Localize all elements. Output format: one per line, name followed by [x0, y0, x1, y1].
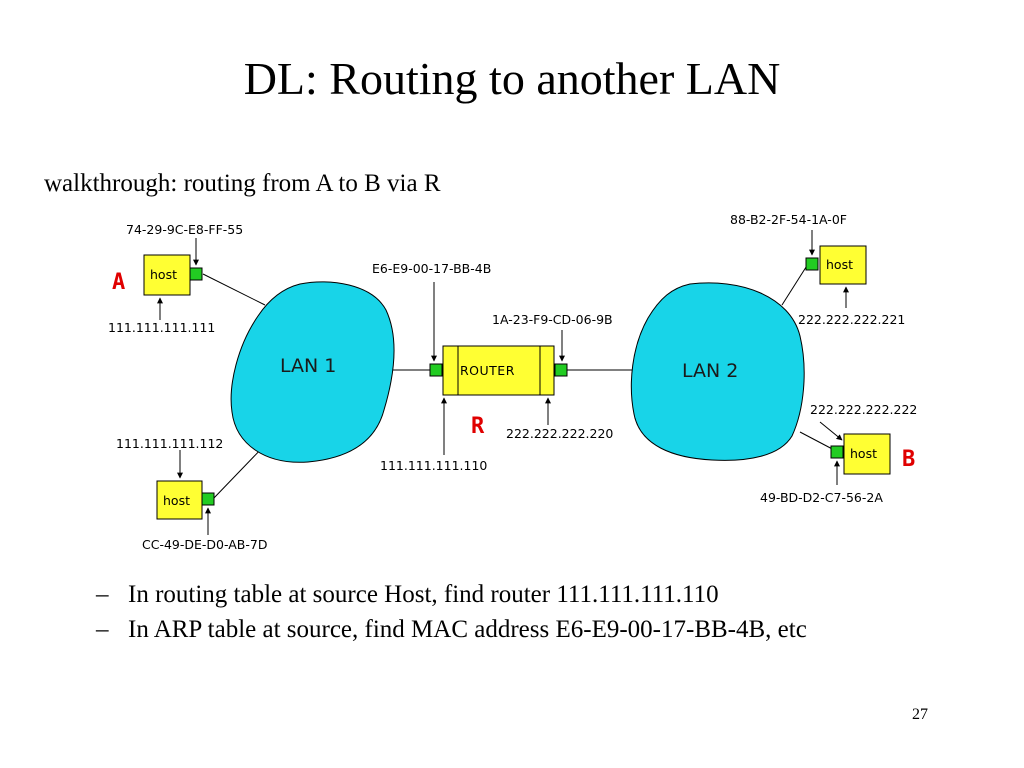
host-c: host: [156, 480, 215, 520]
host-d-interface: [805, 257, 819, 271]
host-b-tag: B: [902, 447, 915, 472]
router: ROUTER: [429, 345, 568, 396]
router-left-interface: [429, 363, 443, 377]
lan1-cloud: [230, 281, 395, 463]
bullet-text: In ARP table at source, find MAC address…: [128, 616, 807, 643]
host-d: host: [805, 245, 867, 285]
host-a-ip: 111.111.111.111: [108, 320, 215, 335]
bullet-dash: –: [96, 616, 109, 643]
host-d-ip: 222.222.222.221: [798, 312, 905, 327]
router-left-mac: E6-E9-00-17-BB-4B: [372, 261, 491, 276]
slide-subtitle: walkthrough: routing from A to B via R: [44, 170, 441, 197]
bullet-dash: –: [96, 581, 109, 608]
host-d-mac: 88-B2-2F-54-1A-0F: [730, 212, 847, 227]
router-right-interface: [554, 363, 568, 377]
host-c-mac: CC-49-DE-D0-AB-7D: [142, 537, 267, 552]
router-right-mac: 1A-23-F9-CD-06-9B: [492, 312, 613, 327]
slide-title: DL: Routing to another LAN: [243, 53, 781, 104]
bullet-item: – In ARP table at source, find MAC addre…: [96, 615, 976, 644]
host-a-tag: A: [112, 270, 125, 295]
router-tag: R: [471, 414, 485, 439]
host-b-label: host: [850, 446, 877, 461]
link-host-a-lan1: [202, 273, 266, 306]
host-a-label: host: [150, 267, 177, 282]
bullet-list: – In routing table at source Host, find …: [96, 580, 976, 650]
address-arrows: [157, 230, 849, 535]
host-b-ip: 222.222.222.222: [810, 402, 917, 417]
lan2-cloud: [630, 282, 805, 461]
host-a: host: [143, 254, 203, 296]
link-host-c-lan1: [212, 444, 266, 500]
router-label: ROUTER: [460, 363, 515, 378]
host-a-interface: [189, 267, 203, 281]
router-left-ip: 111.111.111.110: [380, 458, 487, 473]
host-b-interface: [830, 445, 844, 459]
lan1-label: LAN 1: [280, 355, 336, 377]
host-b: host: [830, 433, 891, 475]
host-d-label: host: [826, 257, 853, 272]
lan2-label: LAN 2: [682, 360, 738, 382]
arrow-host-b-ip: [819, 421, 843, 441]
host-c-interface: [201, 492, 215, 506]
router-right-ip: 222.222.222.220: [506, 426, 613, 441]
host-a-mac: 74-29-9C-E8-FF-55: [126, 222, 243, 237]
page-number: 27: [912, 706, 928, 723]
host-c-ip: 111.111.111.112: [116, 436, 223, 451]
bullet-text: In routing table at source Host, find ro…: [128, 581, 719, 608]
link-host-d-lan2: [781, 263, 809, 306]
host-c-label: host: [163, 493, 190, 508]
bullet-item: – In routing table at source Host, find …: [96, 580, 976, 609]
host-b-mac: 49-BD-D2-C7-56-2A: [760, 490, 883, 505]
